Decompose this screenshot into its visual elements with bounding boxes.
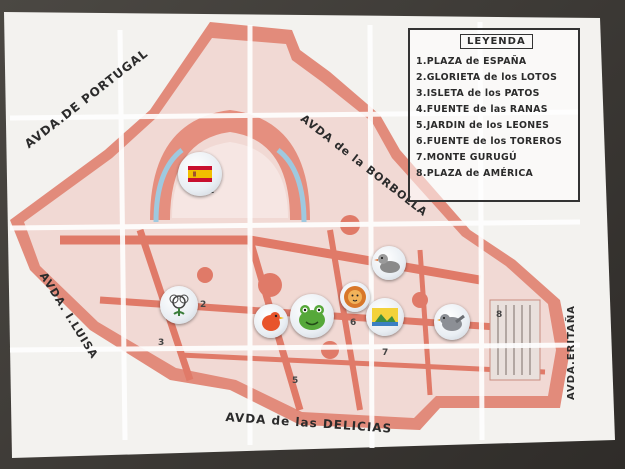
map-number-7: 7 (382, 348, 390, 358)
map-number-5: 5 (292, 376, 300, 386)
legend-list: 1.PLAZA de ESPAÑA 2.GLORIETA de los LOTO… (416, 54, 562, 182)
legend-item: 3.ISLETA de los PATOS (416, 88, 540, 99)
roundabout (321, 341, 339, 359)
legend-item: 7.MONTE GURUGÚ (416, 152, 517, 163)
map-number-8: 8 (496, 310, 504, 320)
plaza-espana-arc (150, 110, 310, 220)
park-path (179, 352, 546, 375)
lotus-flower-icon[interactable] (160, 286, 198, 324)
plaza-canal-left (153, 148, 184, 223)
duck-icon[interactable] (372, 246, 406, 280)
frog-icon[interactable] (290, 294, 334, 338)
park-path (417, 249, 433, 396)
legend-item: 1.PLAZA de ESPAÑA (416, 56, 527, 67)
plaza-canal-right (276, 148, 307, 223)
legend-title: LEYENDA (460, 34, 533, 49)
mountain-icon[interactable] (366, 298, 404, 336)
map-number-3: 3 (158, 338, 166, 348)
legend-box: LEYENDA 1.PLAZA de ESPAÑA 2.GLORIETA de … (408, 28, 580, 202)
legend-item: 6.FUENTE de los TOREROS (416, 136, 563, 147)
roundabout (197, 267, 213, 283)
legend-item: 5.JARDIN de los LEONES (416, 120, 550, 131)
bird-icon[interactable] (254, 304, 288, 338)
roundabout (258, 273, 282, 297)
spain-flag-icon[interactable] (178, 152, 222, 196)
map-number-2: 2 (200, 300, 208, 310)
dove-icon[interactable] (434, 304, 470, 340)
map-number-6: 6 (350, 318, 358, 328)
lion-icon[interactable] (340, 282, 370, 312)
legend-item: 4.FUENTE de las RANAS (416, 104, 548, 115)
legend-item: 2.GLORIETA de los LOTOS (416, 72, 558, 83)
street-avda-eritana: AVDA.ERITAÑA (566, 305, 577, 400)
legend-item: 8.PLAZA de AMÉRICA (416, 168, 534, 179)
roundabout (412, 292, 428, 308)
plaza-america-hatching (497, 305, 531, 375)
